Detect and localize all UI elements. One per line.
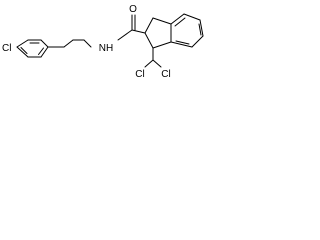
ccl-bond-1 <box>144 59 154 68</box>
ring-bond-6 <box>16 46 29 58</box>
benz-double-bond-1 <box>174 17 186 27</box>
ring-double-bond-2 <box>38 47 44 55</box>
five-ring-bond-2 <box>152 17 172 25</box>
benz-bond-4 <box>191 35 204 48</box>
molecule-drawing: Cl NH O Cl Cl <box>2 4 204 80</box>
ccl-bond-2 <box>152 59 162 68</box>
structure-canvas: Cl NH O Cl Cl <box>0 0 214 81</box>
benz-double-bond-3 <box>175 40 190 45</box>
ring-bond-4 <box>40 46 49 58</box>
indane-benzene <box>170 13 204 48</box>
chlorine-2-label: Cl <box>161 69 170 80</box>
indane-cyclopentane <box>144 17 172 49</box>
ring-bond-3 <box>40 39 49 48</box>
chlorophenyl-ring <box>16 39 49 58</box>
nitrogen-label: NH <box>99 43 113 54</box>
ring-bond-1 <box>16 39 29 48</box>
ethyl-linker <box>47 39 92 48</box>
chlorine-aryl-label: Cl <box>2 43 11 54</box>
benz-bond-5 <box>170 41 193 48</box>
benz-double-bond-2 <box>198 23 202 36</box>
five-ring-bond-5 <box>144 32 154 49</box>
benz-bond-2 <box>183 13 201 21</box>
benz-bond-3 <box>199 19 204 37</box>
chain-bond-4 <box>83 39 92 48</box>
chlorine-1-label: Cl <box>135 69 144 80</box>
five-ring-bond-4 <box>152 41 172 49</box>
oxygen-label: O <box>129 4 137 15</box>
chain-bond-2 <box>63 39 74 48</box>
n-c-bond <box>117 29 133 41</box>
dichloromethyl-group <box>144 47 162 68</box>
ring-double-bond-3 <box>20 47 28 54</box>
c-indane-bond <box>131 29 146 34</box>
five-ring-bond-1 <box>144 17 154 34</box>
benz-bond-1 <box>170 13 185 25</box>
amide-group <box>117 14 146 41</box>
